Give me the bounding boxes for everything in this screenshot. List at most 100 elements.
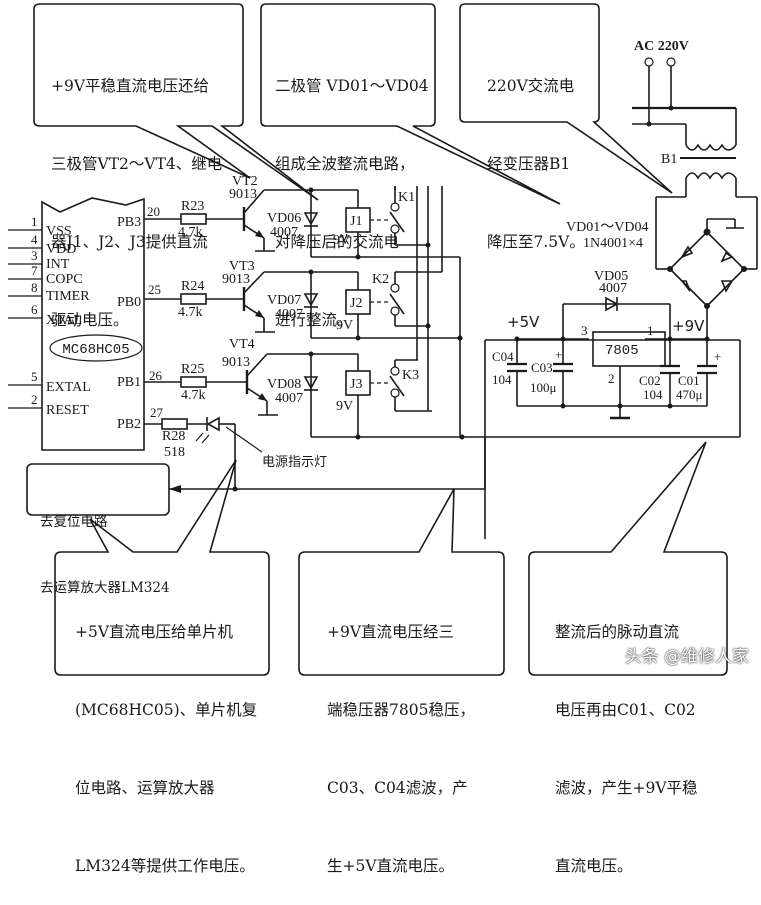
pin-num-20: 20 bbox=[147, 204, 160, 219]
callout-line: 直流电压。 bbox=[555, 857, 633, 875]
c02-label: C02 bbox=[639, 373, 661, 388]
callout-line: 器J1、J2、J3提供直流 bbox=[51, 233, 208, 251]
resistor-r28 bbox=[161, 418, 188, 430]
vt3-model: 9013 bbox=[222, 272, 250, 287]
callout-line: +9V平稳直流电压还给 bbox=[51, 77, 210, 95]
pin-num-1: 1 bbox=[31, 214, 38, 229]
callout-filter: 整流后的脉动直流 电压再由C01、C02 滤波，产生+9V平稳 直流电压。 bbox=[555, 567, 698, 905]
power-indicator bbox=[144, 416, 263, 489]
svg-text:+: + bbox=[714, 349, 721, 364]
port-pb3: PB3 bbox=[117, 215, 141, 230]
r25-label: R25 bbox=[181, 362, 204, 377]
mcu-label-ellipse bbox=[49, 334, 143, 362]
c04-label: C04 bbox=[492, 349, 514, 364]
callout-line: 经变压器B1 bbox=[487, 155, 571, 173]
pin-vss: VSS bbox=[46, 224, 72, 239]
resistor-r25 bbox=[180, 376, 207, 388]
callout-line: +5V直流电压给单片机 bbox=[75, 623, 234, 641]
vd08-label: VD08 bbox=[267, 377, 301, 392]
callout-line: 位电路、运算放大器 bbox=[75, 779, 215, 797]
callout-transformer-bubble bbox=[459, 3, 673, 194]
callout-line: C03、C04滤波，产 bbox=[327, 779, 468, 797]
transformer-label: B1 bbox=[661, 152, 677, 167]
callout-relay-drive: +9V平稳直流电压还给 三极管VT2～VT4、继电 器J1、J2、J3提供直流 … bbox=[51, 21, 222, 359]
pin-extal: EXTAL bbox=[46, 380, 91, 395]
callout-line: (MC68HC05)、单片机复 bbox=[75, 701, 258, 719]
vt3-label: VT3 bbox=[229, 259, 255, 274]
r24-label: R24 bbox=[181, 279, 204, 294]
out-5v-label: +5V bbox=[507, 313, 540, 331]
callout-line: 对降压后的交流电 bbox=[275, 233, 400, 251]
pin-xtal: XTAL bbox=[46, 313, 82, 328]
schematic: MC68HC05 1 4 3 7 8 6 5 2 VSS VDD INT COP… bbox=[8, 3, 758, 676]
callout-line: 整流后的脉动直流 bbox=[555, 623, 680, 641]
bridge-model: 1N4001×4 bbox=[583, 236, 643, 251]
pin-num-27: 27 bbox=[150, 405, 164, 420]
j2-voltage: 9V bbox=[336, 318, 353, 333]
mcu-name: MC68HC05 bbox=[62, 342, 129, 358]
callout-line: +9V直流电压经三 bbox=[327, 623, 455, 641]
callout-transformer: 220V交流电 经变压器B1 降压至7.5V。 bbox=[487, 21, 585, 281]
contact-bus bbox=[311, 186, 740, 539]
k1-label: K1 bbox=[398, 190, 415, 205]
pin-num-7: 7 bbox=[31, 263, 38, 278]
callout-line: 进行整流。 bbox=[275, 311, 353, 329]
svg-text:+: + bbox=[555, 347, 562, 362]
indicator-label: 电源指示灯 bbox=[262, 455, 327, 470]
relay-channel-2 bbox=[144, 269, 460, 341]
callout-line: 端稳压器7805稳压， bbox=[327, 701, 475, 719]
pin-num-3: 3 bbox=[31, 248, 38, 263]
bridge-label: VD01～VD04 bbox=[566, 220, 648, 235]
c03-label: C03 bbox=[531, 360, 553, 375]
callout-line: 二极管 VD01～VD04 bbox=[275, 77, 429, 95]
c04-value: 104 bbox=[492, 372, 512, 387]
r28-label: R28 bbox=[162, 429, 185, 444]
pin-int: INT bbox=[46, 257, 70, 272]
watermark: 头条 @维修人家 bbox=[624, 647, 749, 667]
vd05-label: VD05 bbox=[594, 269, 628, 284]
vd08-model: 4007 bbox=[275, 391, 303, 406]
vt4-label: VT4 bbox=[229, 337, 255, 352]
callout-filter-bubble bbox=[528, 441, 728, 676]
ac-input-label: AC 220V bbox=[634, 39, 689, 54]
pin-reset: RESET bbox=[46, 403, 89, 418]
destination-text: 去复位电路 去运算放大器LM324 bbox=[40, 467, 170, 621]
reg-pin-3: 3 bbox=[581, 323, 588, 338]
vd06-label: VD06 bbox=[267, 211, 301, 226]
k2-label: K2 bbox=[372, 272, 389, 287]
vd06-model: 4007 bbox=[270, 225, 298, 240]
callout-rectifier-bubble bbox=[260, 3, 561, 205]
callout-rectifier: 二极管 VD01～VD04 组成全波整流电路， 对降压后的交流电 进行整流。 bbox=[275, 21, 429, 359]
pin-num-8: 8 bbox=[31, 280, 38, 295]
callout-line: 降压至7.5V。 bbox=[487, 233, 585, 251]
relay-channel-1 bbox=[144, 186, 460, 260]
mcu-left-pins bbox=[8, 229, 42, 409]
destination-reset: 去复位电路 bbox=[40, 514, 108, 530]
j3-label: J3 bbox=[350, 377, 362, 392]
j1-label: J1 bbox=[350, 214, 362, 229]
vt2-model: 9013 bbox=[229, 187, 257, 202]
pin-num-6: 6 bbox=[31, 302, 38, 317]
callout-line: LM324等提供工作电压。 bbox=[75, 857, 255, 875]
callout-line: 组成全波整流电路， bbox=[275, 155, 415, 173]
port-pb0: PB0 bbox=[117, 295, 141, 310]
callout-line: 220V交流电 bbox=[487, 77, 575, 95]
pin-copc: COPC bbox=[46, 272, 83, 287]
out-9v-label: +9V bbox=[672, 317, 705, 335]
c02-value: 104 bbox=[643, 387, 663, 402]
supply-5v-line bbox=[169, 339, 741, 493]
pin-num-25: 25 bbox=[148, 282, 161, 297]
pin-num-26: 26 bbox=[149, 368, 163, 383]
c01-label: C01 bbox=[678, 373, 700, 388]
callout-mcu-supply-bubble bbox=[54, 459, 270, 676]
transformer-b1 bbox=[632, 57, 758, 269]
j3-voltage: 9V bbox=[336, 399, 353, 414]
callout-line: 电压再由C01、C02 bbox=[555, 701, 696, 719]
callout-line: 生+5V直流电压。 bbox=[327, 857, 455, 875]
vd07-model: 4007 bbox=[275, 307, 303, 322]
regulator-section: + + bbox=[507, 296, 721, 420]
pin-num-2: 2 bbox=[31, 392, 38, 407]
r23-value: 4.7k bbox=[178, 225, 203, 240]
vd07-label: VD07 bbox=[267, 293, 301, 308]
callout-relay-drive-bubble bbox=[33, 3, 319, 201]
